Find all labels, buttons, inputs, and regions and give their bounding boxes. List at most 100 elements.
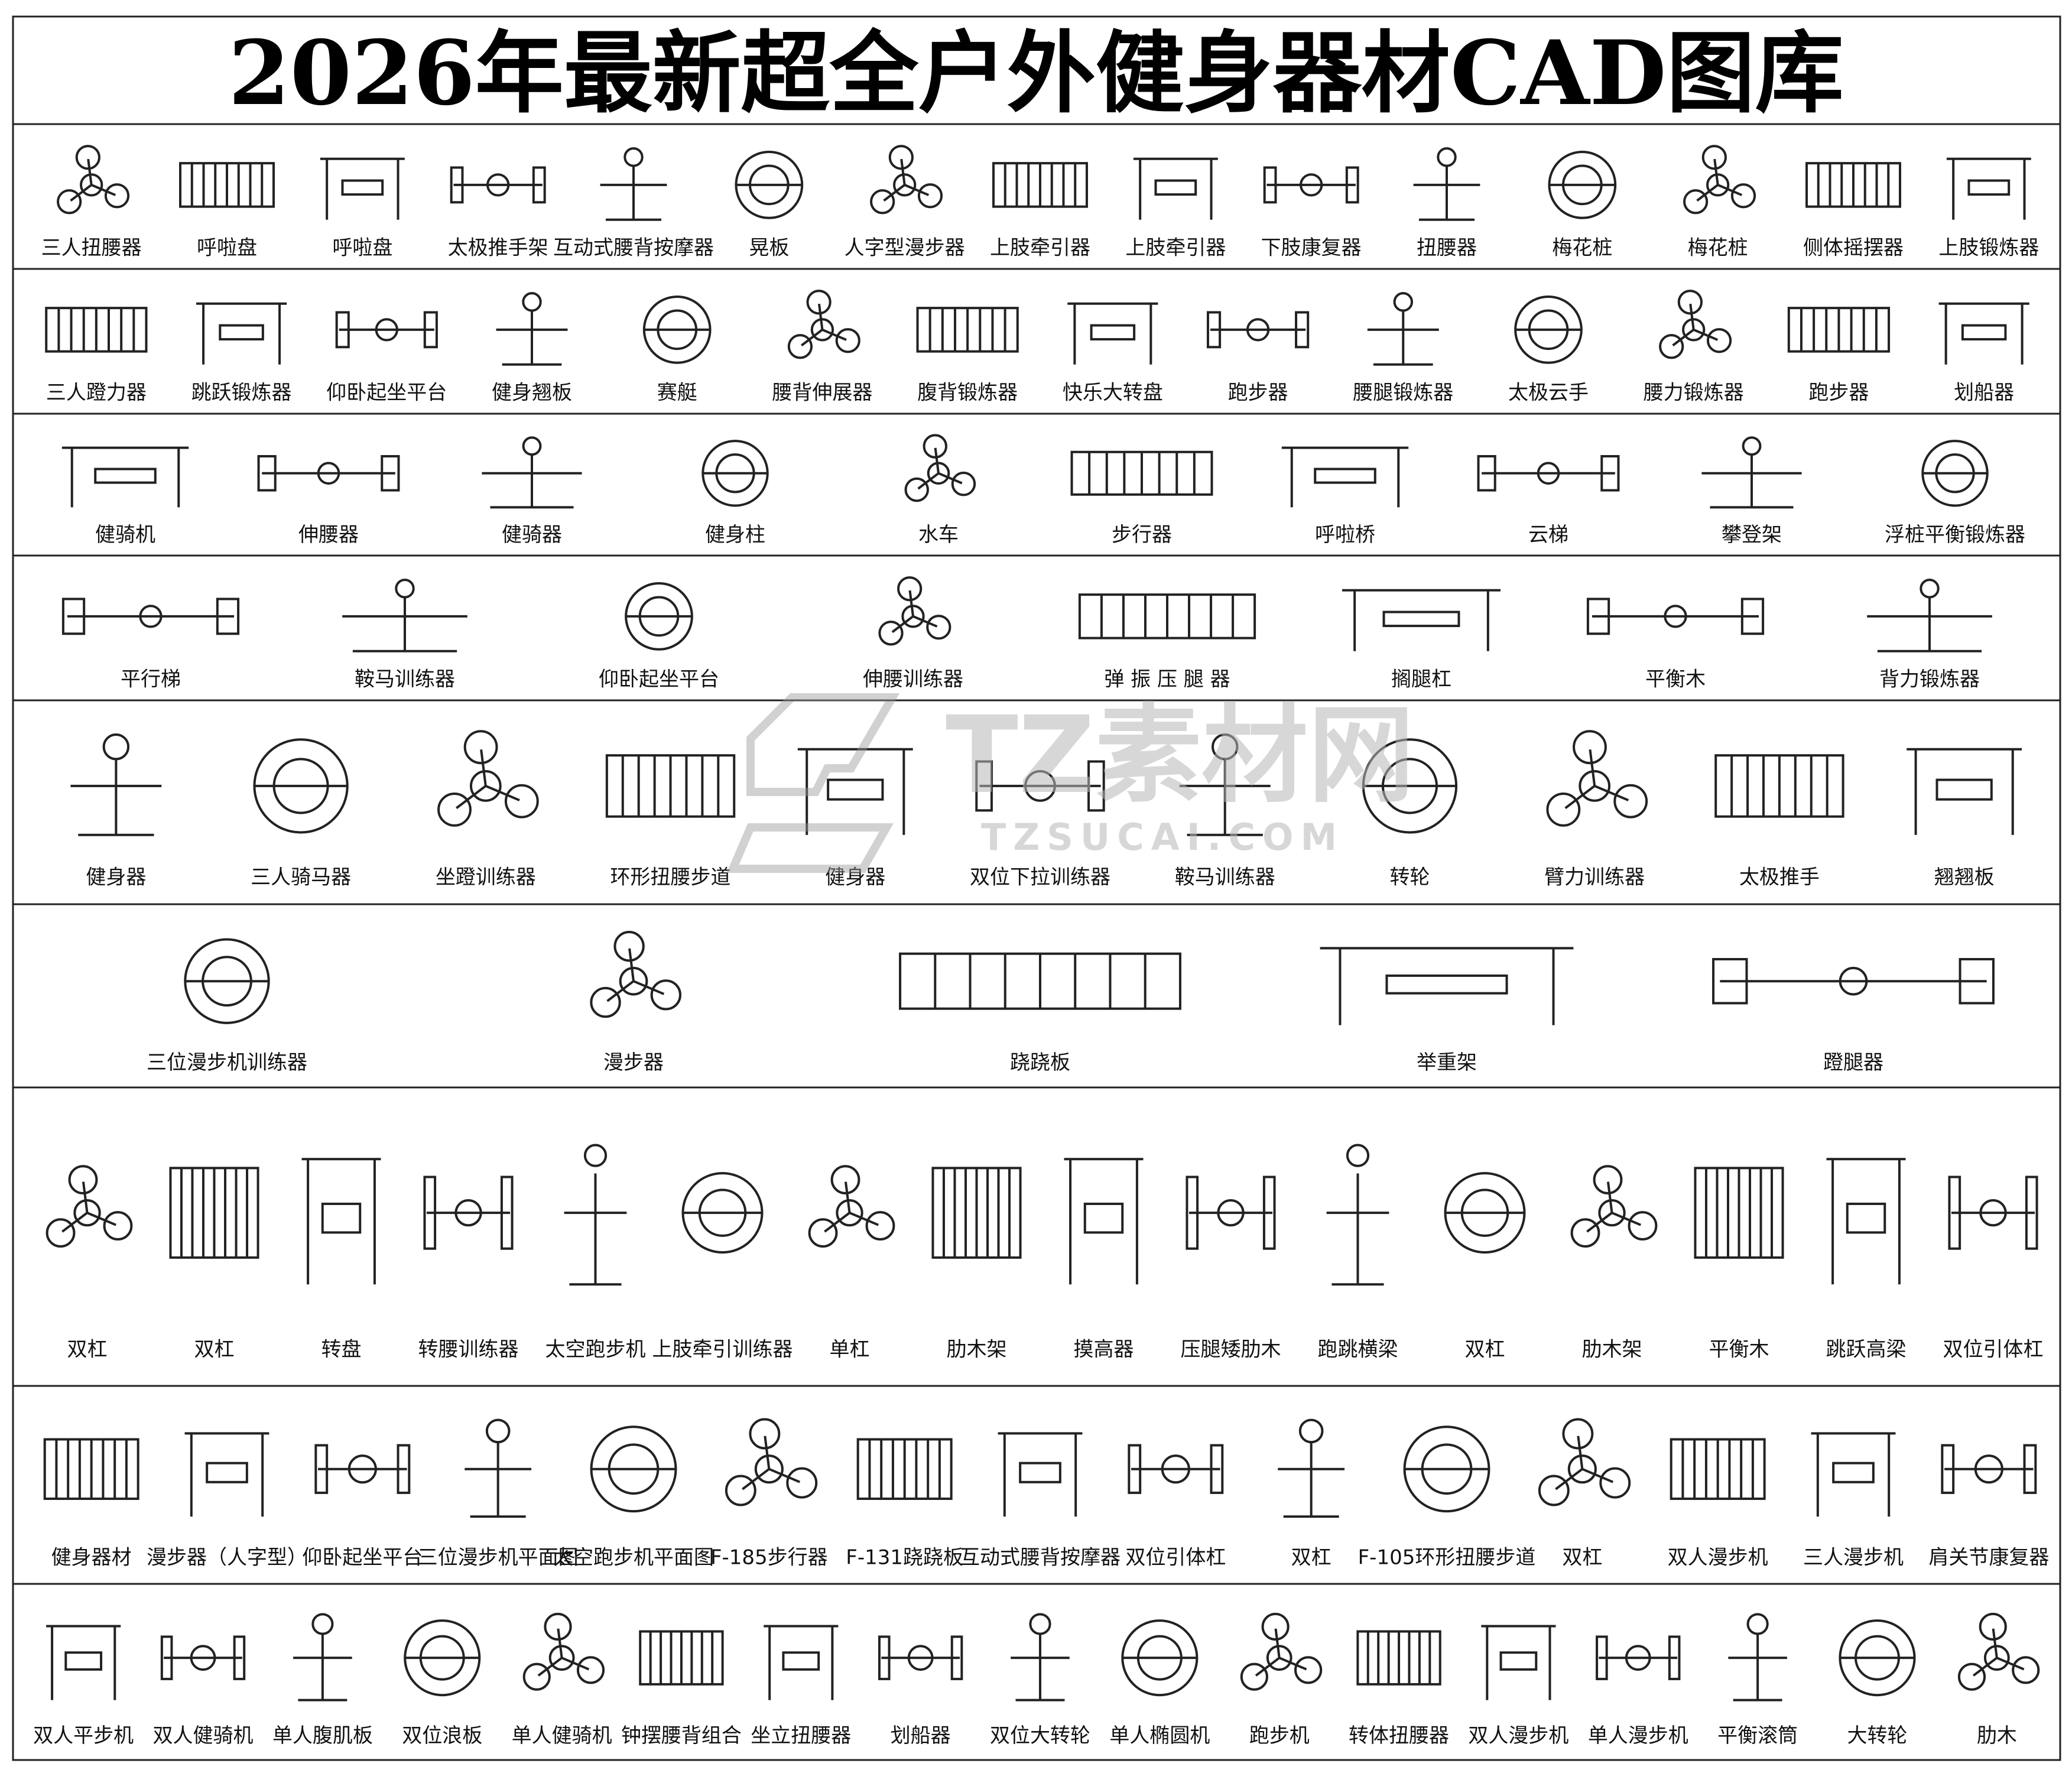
equipment-drawing — [1179, 733, 1271, 836]
equipment-label: 三人蹬力器 — [46, 381, 147, 405]
equipment-drawing — [1805, 162, 1901, 208]
equipment-drawing — [314, 1444, 411, 1494]
equipment-label: 鞍马训练器 — [355, 668, 455, 691]
equipment-drawing — [1070, 450, 1213, 496]
equipment-drawing — [916, 307, 1019, 353]
equipment-label: 呼啦盘 — [332, 236, 392, 260]
equipment-label: 水车 — [918, 523, 959, 547]
watermark-logo-icon — [726, 693, 900, 873]
equipment-drawing — [1826, 1158, 1906, 1285]
equipment-label: 单人漫步机 — [1588, 1724, 1688, 1748]
equipment-drawing — [642, 296, 712, 364]
equipment-label: 步行器 — [1112, 523, 1172, 547]
equipment-label: 健身器材 — [51, 1546, 132, 1570]
equipment-drawing — [1362, 738, 1458, 834]
equipment-drawing — [998, 1432, 1083, 1517]
equipment-drawing — [702, 440, 769, 507]
watermark: TZ素材网 TZSUCAI.COM — [726, 693, 1414, 873]
equipment-drawing — [605, 754, 736, 818]
equipment-label: 单人健骑机 — [512, 1724, 612, 1748]
equipment-drawing — [450, 166, 546, 204]
equipment-label: 坐立扭腰器 — [751, 1724, 851, 1748]
equipment-label: 跑步器 — [1808, 381, 1869, 405]
equipment-drawing — [257, 455, 400, 492]
equipment-label: 平行梯 — [121, 668, 181, 691]
equipment-label: 单人腹肌板 — [272, 1724, 373, 1748]
equipment-drawing — [184, 1432, 269, 1517]
equipment-label: 双位大转轮 — [990, 1724, 1090, 1748]
equipment-label: 跑步机 — [1249, 1724, 1310, 1748]
equipment-label: 双杠 — [1291, 1546, 1331, 1570]
equipment-label: F-185步行器 — [710, 1546, 828, 1570]
equipment-label: 攀登架 — [1722, 523, 1782, 547]
equipment-label: 压腿矮肋木 — [1181, 1338, 1281, 1362]
equipment-drawing — [1907, 748, 2022, 835]
equipment-drawing — [301, 1158, 381, 1285]
equipment-label: 翘翘板 — [1934, 866, 1995, 889]
equipment-drawing — [496, 292, 568, 366]
equipment-label: 三位漫步机训练器 — [147, 1051, 307, 1074]
equipment-drawing — [1596, 1635, 1681, 1680]
equipment-label: 双人平步机 — [33, 1724, 134, 1748]
equipment-drawing — [253, 738, 349, 834]
equipment-label: 转腰训练器 — [418, 1338, 519, 1362]
equipment-label: 摸高器 — [1074, 1338, 1134, 1362]
equipment-label: 三人漫步机 — [1803, 1546, 1904, 1570]
equipment-drawing — [1444, 1172, 1526, 1254]
equipment-label: 人字型漫步器 — [845, 236, 965, 260]
equipment-label: 太极云手 — [1508, 381, 1589, 405]
equipment-label: F-105环形扭腰步道 — [1358, 1546, 1536, 1570]
equipment-drawing — [1186, 1175, 1276, 1250]
equipment-label: 健身器 — [86, 866, 146, 889]
equipment-drawing — [975, 760, 1105, 812]
equipment-label: 侧体摇摆器 — [1803, 236, 1904, 260]
equipment-label: 伸腰器 — [298, 523, 359, 547]
equipment-drawing — [1867, 579, 1992, 652]
equipment-label: 双人漫步机 — [1468, 1724, 1568, 1748]
equipment-drawing — [870, 145, 943, 215]
equipment-label: 弹 振 压 腿 器 — [1104, 668, 1230, 691]
equipment-drawing — [1811, 1432, 1896, 1517]
equipment-drawing — [404, 1619, 481, 1697]
equipment-drawing — [725, 1418, 818, 1506]
equipment-label: 上肢牵引训练器 — [652, 1338, 793, 1362]
equipment-label: 健骑器 — [502, 523, 562, 547]
equipment-label: 下肢康复器 — [1261, 236, 1362, 260]
equipment-label: 互动式腰背按摩器 — [553, 236, 714, 260]
equipment-drawing — [1481, 1625, 1556, 1700]
equipment-label: 双人漫步机 — [1668, 1546, 1768, 1570]
equipment-label: F-131跷跷板 — [846, 1546, 963, 1570]
equipment-drawing — [196, 302, 287, 365]
equipment-label: 跑步器 — [1228, 381, 1288, 405]
equipment-drawing — [61, 598, 240, 635]
equipment-label: 跳跃锻炼器 — [191, 381, 292, 405]
equipment-drawing — [764, 1625, 839, 1700]
equipment-label: 云梯 — [1528, 523, 1568, 547]
equipment-drawing — [1320, 947, 1574, 1025]
equipment-drawing — [1514, 296, 1583, 364]
equipment-drawing — [600, 147, 667, 221]
equipment-drawing — [57, 145, 130, 215]
equipment-label: 跷跷板 — [1010, 1051, 1070, 1074]
equipment-drawing — [808, 1165, 895, 1248]
equipment-drawing — [1133, 157, 1218, 220]
equipment-label: 搁腿杠 — [1391, 668, 1451, 691]
equipment-label: 健身翘板 — [492, 381, 572, 405]
equipment-drawing — [1281, 446, 1409, 508]
equipment-label: 双杠 — [67, 1338, 108, 1362]
equipment-label: 太空跑步机平面图 — [553, 1546, 714, 1570]
equipment-label: 平衡木 — [1645, 668, 1706, 691]
equipment-drawing — [590, 1425, 677, 1513]
equipment-drawing — [1240, 1612, 1323, 1691]
equipment-drawing — [1728, 1613, 1787, 1701]
equipment-label: 腰腿锻炼器 — [1353, 381, 1453, 405]
equipment-label: 腹背锻炼器 — [917, 381, 1018, 405]
equipment-drawing — [1839, 1619, 1916, 1697]
equipment-label: 三人扭腰器 — [41, 236, 142, 260]
equipment-drawing — [46, 1625, 121, 1700]
equipment-drawing — [992, 162, 1088, 208]
equipment-drawing — [179, 162, 275, 208]
equipment-drawing — [1538, 1418, 1631, 1506]
equipment-label: 肩关节康复器 — [1928, 1546, 2049, 1570]
equipment-drawing — [1477, 455, 1620, 492]
